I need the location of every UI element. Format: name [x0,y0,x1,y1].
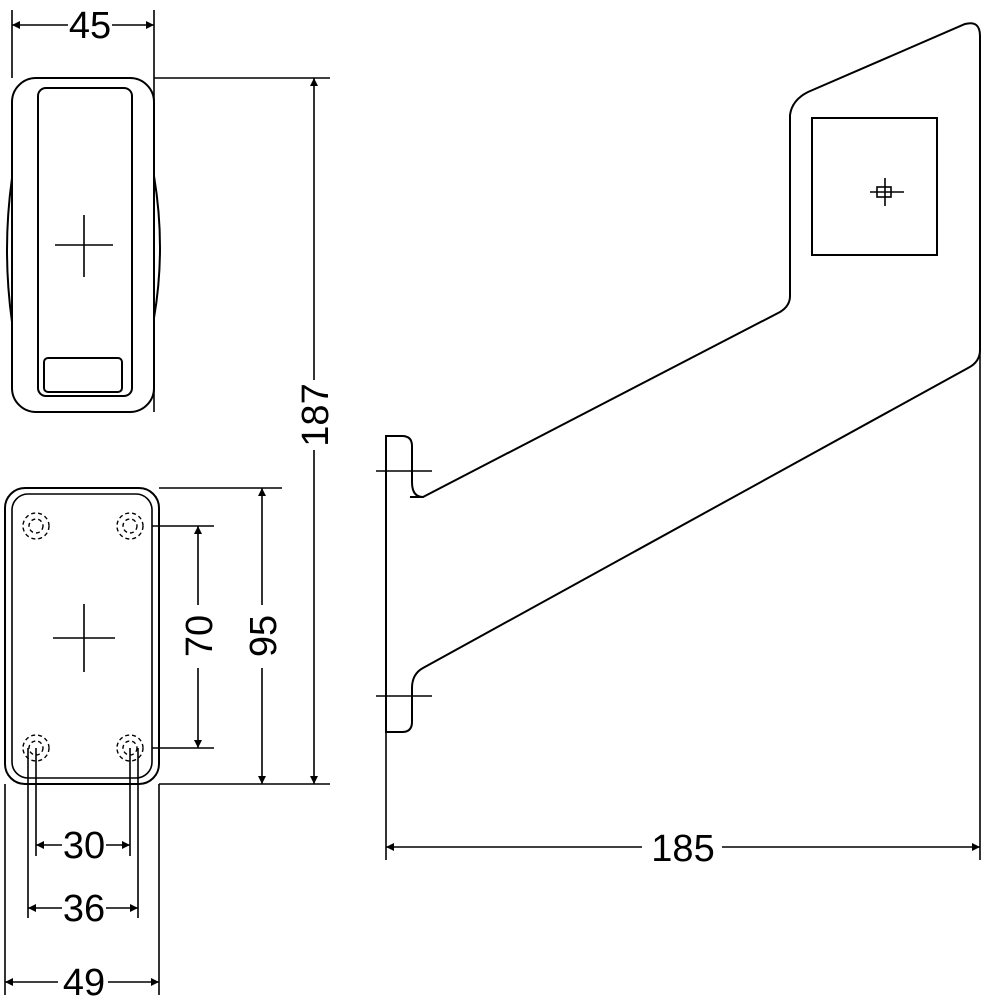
dim-95-label: 95 [243,615,285,657]
dim-185-label: 185 [651,828,714,870]
mounting-hole-top-right [116,512,144,540]
dim-36-label: 36 [63,888,105,930]
mounting-holes [22,512,144,762]
mounting-hole-bottom-right [116,734,144,762]
dim-45-label: 45 [69,5,111,47]
mounting-hole-top-left [22,512,50,540]
base-plate-outline [4,487,160,785]
front-view: 45 187 95 70 30 36 49 [4,5,337,1000]
lamp-reflector [43,357,123,393]
lamp-lens [37,87,133,397]
mounting-hole-bottom-left [22,734,50,762]
dim-70-label: 70 [179,615,221,657]
side-view: 185 [376,22,981,870]
base-plate-inner [11,493,153,779]
bracket-lamp-window [811,117,938,256]
dim-30-label: 30 [63,825,105,867]
lamp-right-bulge [153,175,161,319]
lamp-left-bulge [6,177,13,323]
dim-187-label: 187 [295,383,337,446]
bracket-arm-outline [385,22,981,733]
dim-49-label: 49 [63,962,105,1000]
